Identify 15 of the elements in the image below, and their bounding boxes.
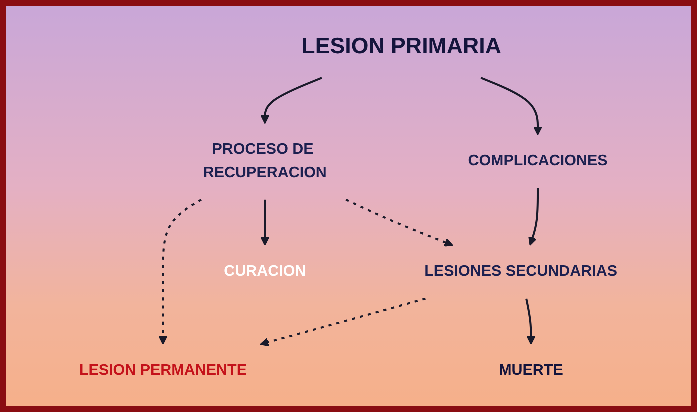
arrow — [526, 298, 536, 345]
arrow — [528, 188, 540, 246]
node-text: COMPLICACIONES — [468, 152, 608, 170]
node-text: LESIONES SECUNDARIAS — [424, 262, 618, 280]
arrow — [260, 298, 426, 347]
node-text: PROCESO DE RECUPERACION — [203, 141, 327, 182]
node-text: MUERTE — [499, 362, 564, 380]
arrow — [346, 199, 454, 247]
node-text: CURACION — [224, 262, 306, 280]
node-text: LESION PRIMARIA — [302, 33, 502, 59]
arrow — [260, 200, 270, 246]
arrow — [480, 77, 542, 136]
node-text: LESION PERMANENTE — [79, 362, 247, 380]
arrow — [260, 77, 322, 124]
arrow — [158, 199, 202, 345]
